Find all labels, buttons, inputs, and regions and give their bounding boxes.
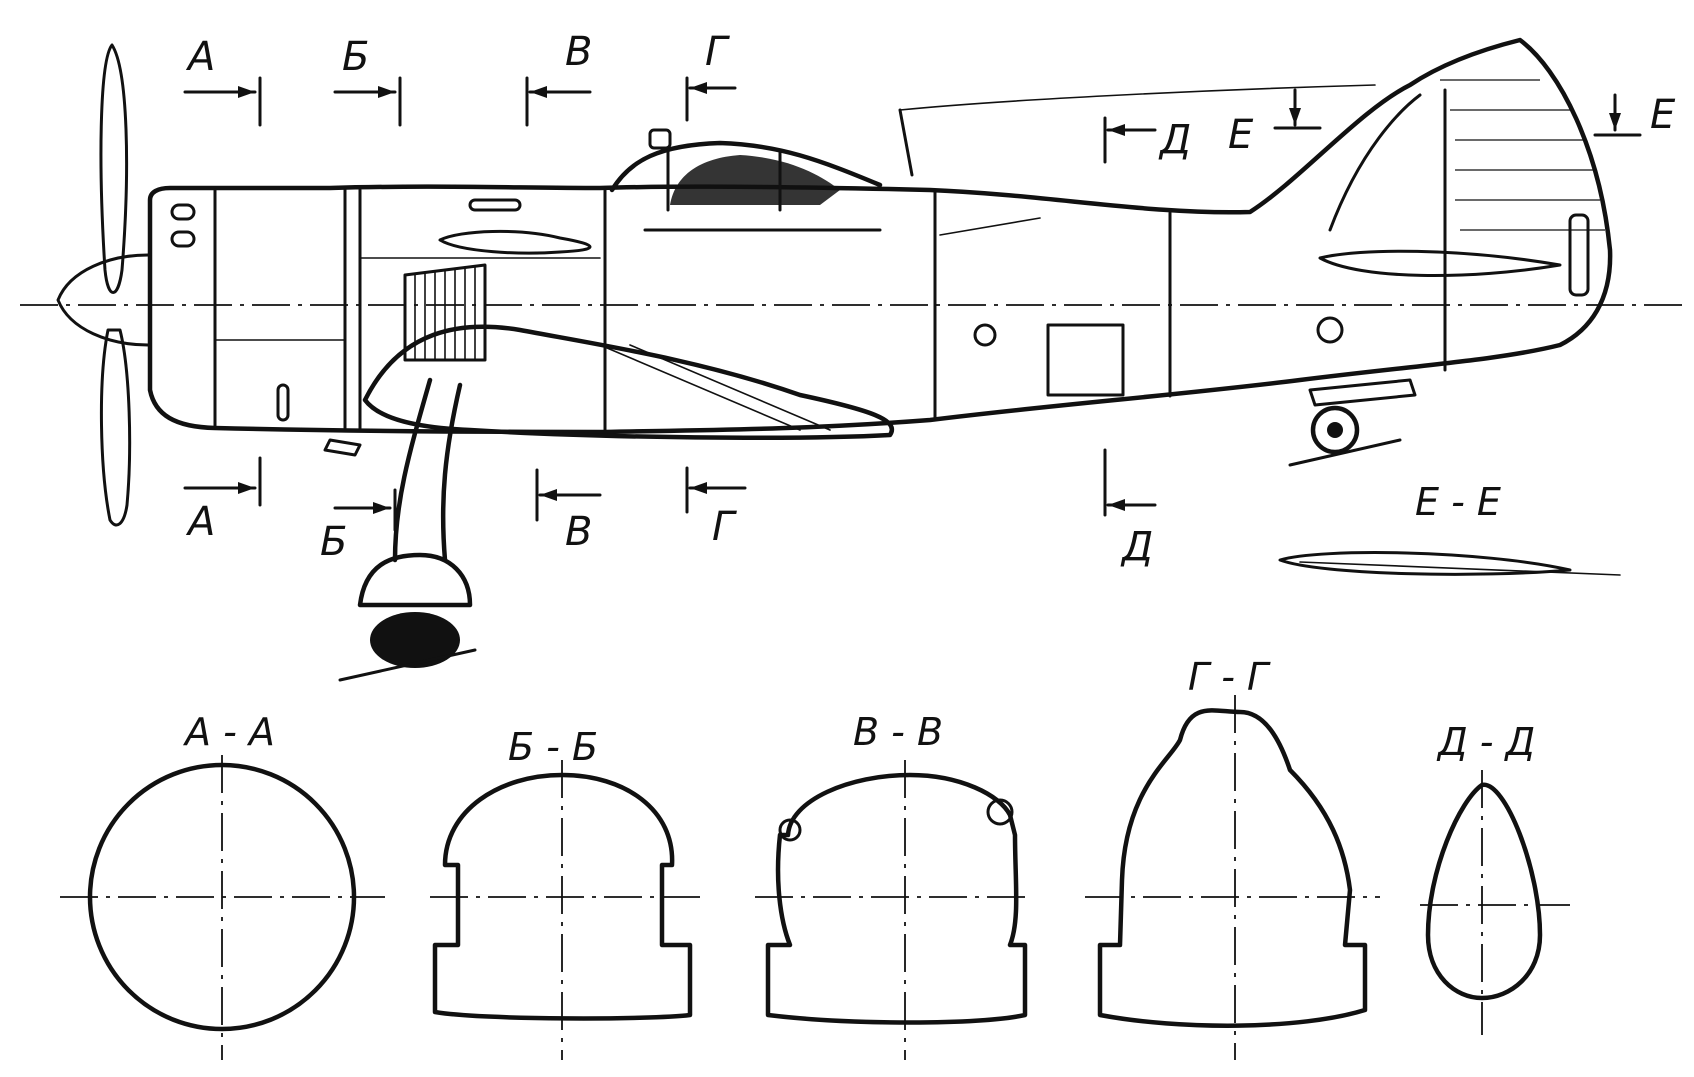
section-vv-profile [765,772,1028,1025]
propeller-blade-lower [99,328,132,527]
fuselage-panel-seam [939,217,1041,236]
section-mark-v-top: В [525,29,592,127]
section-gg: Г - Г [1085,655,1380,1060]
cowl-vent-1 [170,203,196,221]
section-aa: А - А [60,710,385,1060]
rudder-trim-tab [1568,213,1590,297]
canopy-glass [670,155,840,205]
wing-flap-line-2 [629,344,831,431]
wing-flap-line-1 [599,344,801,431]
fin-leading-edge [1328,93,1422,232]
fuselage-outline [147,37,1613,435]
section-mark-b-top: Б [333,34,402,127]
mark-d-bottom-label: Д [1120,524,1153,570]
mark-b-bottom-label: Б [320,519,347,565]
fin-hatching [1440,79,1605,231]
propeller [56,43,150,527]
side-view: А А Б Б В [20,29,1690,682]
section-dd-profile [1425,782,1543,1001]
section-gg-profile [1097,708,1368,1028]
mark-b-top-label: Б [342,34,369,80]
section-gg-title: Г - Г [1188,655,1271,699]
gear-strut [392,377,433,563]
horizontal-stabilizer [1318,249,1562,277]
canopy-outline [609,140,883,193]
section-mark-d-bottom: Д [1103,448,1157,570]
cowl-vent-2 [170,230,196,248]
canopy-mirror [648,128,672,150]
mark-v-top-label: В [565,29,592,75]
exhaust-fairing [438,229,592,255]
fuselage-port [973,323,997,347]
mark-d-top-label: Д [1158,117,1191,163]
section-mark-g-bottom: Г [685,466,747,550]
section-mark-a-bottom: А [183,456,262,545]
wing-root [362,324,894,440]
section-bb: Б - Б [430,725,700,1060]
wheel-fairing [357,552,473,608]
mark-v-bottom-label: В [565,509,592,555]
section-dd-title: Д - Д [1436,720,1535,764]
section-mark-v-bottom: В [535,468,602,555]
section-mark-g-top: Г [685,29,737,122]
antenna-mast [898,108,914,177]
intake-scoop [468,198,522,212]
mark-e-left-label: Е [1228,112,1254,158]
section-dd: Д - Д [1420,720,1570,1035]
cowl-slot [276,383,290,422]
exhaust-grille [403,263,487,362]
section-mark-a-top: А [183,34,262,127]
section-mark-d-top: Д [1103,116,1191,164]
section-bb-title: Б - Б [508,725,598,769]
main-wheel [370,612,460,668]
antenna-wire [899,84,1376,111]
mark-a-top-label: А [185,34,215,80]
cross-sections: А - А Б - Б В - В Г - Г [60,655,1570,1060]
spinner [56,253,150,347]
main-landing-gear [323,377,477,682]
filler-cap [1316,316,1344,344]
section-aa-title: А - А [182,710,275,754]
section-ee: Е - Е [1278,480,1621,576]
mark-a-bottom-label: А [185,499,215,545]
section-vv-title: В - В [853,710,943,754]
canopy [609,128,883,232]
section-mark-e-left: Е [1228,88,1322,158]
access-panel [1046,323,1125,397]
mark-e-right-label: Е [1650,92,1676,138]
section-mark-b-bottom: Б [320,488,397,565]
section-vv: В - В [755,710,1030,1060]
section-ee-profile [1278,551,1572,576]
section-bb-profile [432,772,693,1021]
mark-g-top-label: Г [705,29,730,75]
mark-g-bottom-label: Г [712,504,737,550]
propeller-blade-upper [99,43,129,294]
section-mark-e-right: Е [1593,92,1676,138]
section-ee-title: Е - Е [1415,480,1501,524]
tail-wheel [1288,378,1417,467]
